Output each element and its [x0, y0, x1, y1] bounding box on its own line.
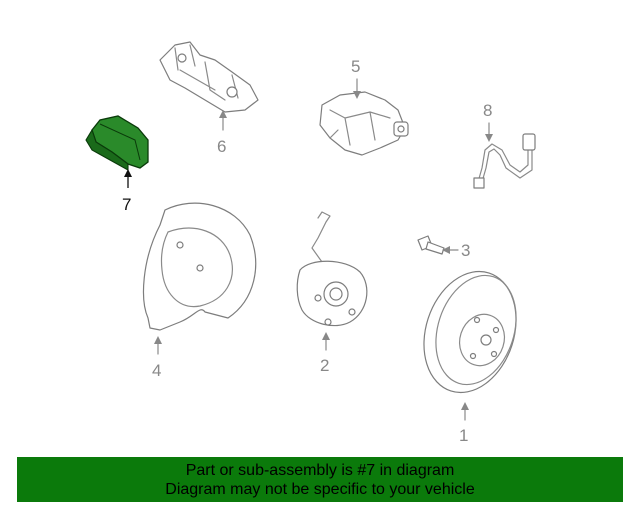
callout-7: 7	[122, 195, 131, 214]
callout-1: 1	[459, 426, 468, 445]
part-7-brake-pads[interactable]	[85, 115, 149, 171]
part-3-bolt[interactable]	[417, 235, 445, 255]
brake-assembly-diagram: 6 5 8 7 4	[85, 41, 536, 445]
part-6-caliper-bracket[interactable]	[159, 41, 259, 113]
callout-4: 4	[152, 361, 161, 380]
part-1-brake-rotor[interactable]	[409, 259, 531, 404]
callout-6: 6	[217, 137, 226, 156]
info-banner: Part or sub-assembly is #7 in diagram Di…	[17, 457, 623, 502]
part-2-wheel-hub[interactable]	[296, 211, 368, 327]
part-8-brake-hose[interactable]	[473, 133, 536, 189]
callout-2: 2	[320, 356, 329, 375]
callout-3: 3	[461, 241, 470, 260]
callout-8: 8	[483, 101, 492, 120]
banner-line-1: Part or sub-assembly is #7 in diagram	[185, 462, 455, 479]
banner-line-2: Diagram may not be specific to your vehi…	[165, 481, 475, 498]
part-5-brake-caliper[interactable]	[319, 91, 409, 156]
part-4-splash-shield[interactable]	[142, 202, 257, 331]
callout-5: 5	[351, 57, 360, 76]
